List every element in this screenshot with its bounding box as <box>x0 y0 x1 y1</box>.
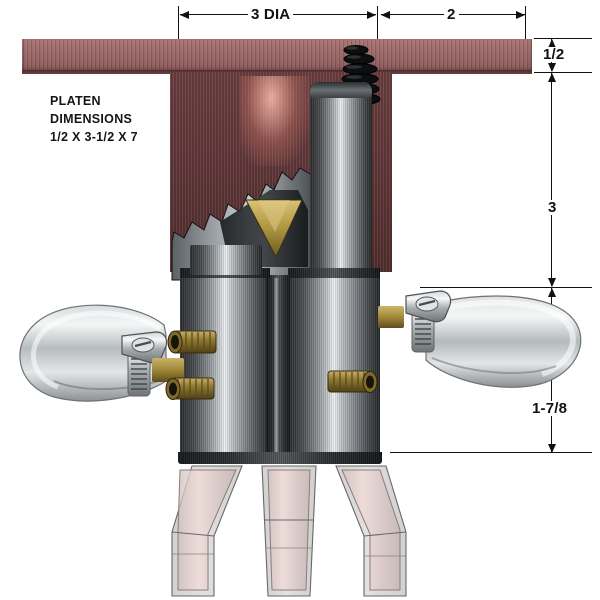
set-screw-lower-left <box>165 377 215 400</box>
hose-clamp-left[interactable] <box>112 330 192 402</box>
phantom-tube-left <box>171 465 243 597</box>
dimension-label-2: 2 <box>444 7 459 22</box>
dimension-label-3-dia: 3 DIA <box>248 7 294 22</box>
body-flange-right <box>288 268 380 278</box>
extension-line-body-mid <box>420 287 592 288</box>
brass-fitting-right <box>378 306 404 328</box>
arrowhead-down-half <box>548 63 556 72</box>
dimension-label-half: 1/2 <box>540 47 568 62</box>
arrowhead-down-three <box>548 278 556 287</box>
center-channel-rod <box>274 278 279 456</box>
set-screw-right <box>327 370 378 393</box>
extension-line-left <box>178 6 179 48</box>
set-screw-upper-left <box>167 330 217 354</box>
steel-cylinder-top-cap <box>310 82 372 98</box>
extension-line-body-bottom <box>390 452 592 453</box>
phantom-tube-right <box>335 465 407 597</box>
arrowhead-left-2 <box>381 11 390 19</box>
extension-line-middle <box>377 6 378 66</box>
steel-body-right <box>288 275 380 460</box>
hose-loop-right <box>425 295 582 388</box>
arrowhead-up-half <box>548 39 556 48</box>
arrowhead-down-one-seven-eighths <box>548 444 556 453</box>
steel-body-left <box>180 275 270 460</box>
dimension-label-one-seven-eighths: 1-7/8 <box>529 401 571 416</box>
phantom-tube-center <box>261 465 317 597</box>
hose-clamp-right[interactable] <box>398 288 478 360</box>
platen-note-line-3: 1/2 X 3-1/2 X 7 <box>50 130 138 144</box>
extension-line-platen-bottom <box>534 72 592 73</box>
phantom-tubes-group <box>171 465 407 597</box>
body-base-plate <box>178 452 382 464</box>
dimension-label-three: 3 <box>545 200 560 215</box>
extension-line-platen-top <box>534 38 592 39</box>
platen-note-line-1: PLATEN <box>50 94 101 108</box>
platen-note-line-2: DIMENSIONS <box>50 112 133 126</box>
steel-cylinder-upper-right <box>310 82 372 277</box>
arrowhead-right-3-dia <box>367 11 376 19</box>
arrowhead-left-3-dia <box>180 11 189 19</box>
steel-column-left-mid <box>190 245 262 275</box>
platen-bar <box>22 39 532 72</box>
bore-highlight <box>240 76 310 166</box>
arrowhead-right-2 <box>516 11 525 19</box>
extension-line-right <box>525 6 526 48</box>
dimension-line-three <box>551 73 552 286</box>
arrowhead-up-three <box>548 73 556 82</box>
arrowhead-up-one-seven-eighths <box>548 288 556 297</box>
